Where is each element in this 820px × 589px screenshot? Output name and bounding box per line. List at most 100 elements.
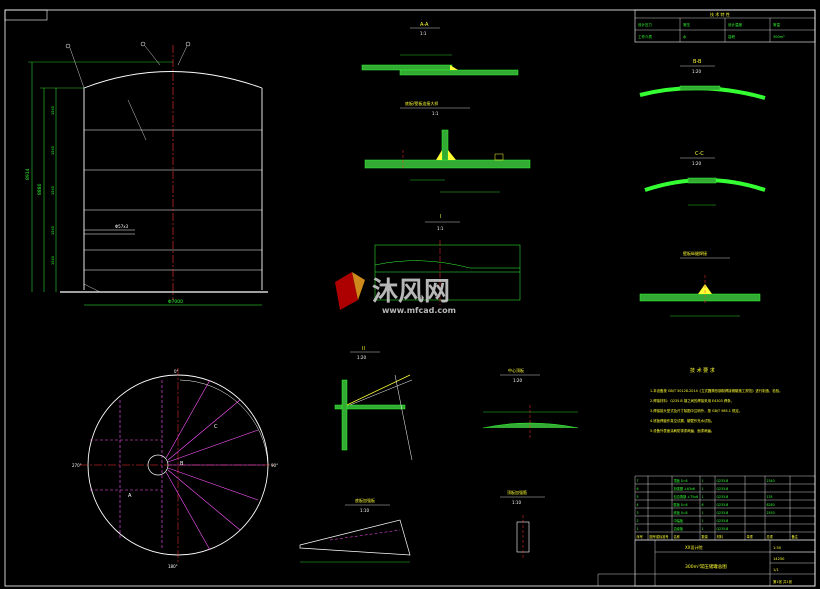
- parts-header-cell: 图号或标准号: [650, 534, 669, 539]
- watermark-brand: 沐风网: [372, 277, 450, 307]
- svg-text:1:1: 1:1: [437, 226, 444, 231]
- plate-right: [399, 69, 519, 76]
- svg-text:A: A: [128, 493, 132, 499]
- svg-text:1:1: 1:1: [432, 111, 439, 116]
- bottom-plate-section: [364, 159, 531, 169]
- parts-cell: 135: [767, 495, 773, 499]
- shell-bottom-detail: 底板/壁板连接大样 1:1: [364, 100, 531, 193]
- svg-text:C-C: C-C: [695, 151, 704, 157]
- svg-text:270°: 270°: [72, 463, 82, 468]
- parts-header-cell: 数量: [702, 534, 709, 539]
- parts-cell: 底板 δ=8: [674, 510, 688, 515]
- svg-text:1:20: 1:20: [357, 355, 366, 360]
- tank-plan: 270° 90° 0° 180° A C B: [72, 368, 278, 569]
- parts-cell: 边缘板: [674, 526, 684, 531]
- svg-text:常压: 常压: [683, 22, 691, 27]
- pipe-dim-label: Φ57x3: [115, 224, 129, 229]
- weld-plate: [639, 293, 761, 302]
- svg-text:水: 水: [683, 34, 687, 39]
- company-name: XX设计院: [685, 544, 702, 550]
- svg-text:B: B: [180, 461, 184, 467]
- parts-cell: 3: [637, 511, 639, 515]
- svg-text:14250: 14250: [773, 557, 785, 561]
- tech-item: 5.设备外表面涂刷防锈漆两遍，面漆两遍。: [650, 428, 714, 433]
- parts-cell: 7: [637, 479, 639, 483]
- parts-cell: 5: [637, 495, 639, 499]
- roof-rib: [167, 399, 241, 461]
- svg-text:1:20: 1:20: [692, 161, 701, 166]
- parts-cell: Q235-B: [717, 479, 729, 483]
- parts-cell: 1: [702, 519, 704, 523]
- parts-cell: 1: [702, 479, 704, 483]
- svg-text:常温: 常温: [773, 22, 781, 27]
- tech-item: 4.底板焊缝作真空试漏，罐壁作充水试验。: [650, 418, 714, 423]
- svg-text:1540: 1540: [51, 256, 55, 265]
- watermark-url: www.mfcad.com: [382, 306, 456, 315]
- svg-text:I: I: [440, 214, 441, 220]
- center-top-view: 中心顶板 1:20: [482, 367, 579, 440]
- svg-text:180°: 180°: [168, 564, 178, 569]
- parts-cell: 1: [702, 487, 704, 491]
- file-tab: [4, 9, 48, 21]
- roof-rib: [167, 429, 259, 463]
- svg-text:1540: 1540: [51, 106, 55, 115]
- parts-cell: 4: [637, 503, 639, 507]
- svg-text:1540: 1540: [51, 146, 55, 155]
- section-aa: A-A 1:1: [361, 22, 519, 76]
- parts-cell: 1: [702, 511, 704, 515]
- tank-elevation: Φ57x3 8914 8880 1540 1540 1540 1540 1540…: [25, 41, 268, 306]
- section-bb: B-B 1:20: [639, 59, 766, 100]
- svg-text:壁板纵缝焊接: 壁板纵缝焊接: [683, 250, 707, 256]
- parts-cell: 1: [702, 495, 704, 499]
- tech-requirements: 技 术 要 求 1.本设备按 GB/T 50128-2014《立式圆筒形钢制焊接…: [650, 367, 783, 433]
- svg-text:1540: 1540: [51, 186, 55, 195]
- svg-text:0°: 0°: [174, 369, 179, 374]
- svg-text:1:10: 1:10: [512, 500, 521, 505]
- watermark-logo: [335, 272, 358, 310]
- parts-cell: Q235-B: [717, 503, 729, 507]
- parts-cell: Q235-B: [717, 527, 729, 531]
- parts-cell: 2550: [767, 511, 775, 515]
- parts-cell: 6280: [767, 503, 775, 507]
- roof-rib: [165, 471, 211, 551]
- parts-cell: 1: [702, 527, 704, 531]
- svg-text:技 术 特 性: 技 术 特 性: [710, 11, 730, 17]
- tech-item: 1.本设备按 GB/T 50128-2014《立式圆筒形钢制焊接储罐施工规范》进…: [650, 388, 783, 393]
- svg-text:设计温度: 设计温度: [728, 22, 742, 27]
- svg-text:1540: 1540: [51, 226, 55, 235]
- svg-text:设计压力: 设计压力: [638, 22, 652, 27]
- balloon: [65, 43, 71, 49]
- svg-text:A-A: A-A: [420, 22, 429, 28]
- detail-i-frame: [374, 244, 521, 301]
- svg-text:1:50: 1:50: [773, 546, 782, 550]
- parts-header-cell: 名称: [674, 534, 681, 539]
- section-cc: C-C 1:20: [644, 151, 766, 206]
- parts-cell: 中幅板: [674, 518, 684, 523]
- parts-cell: 顶板 δ=6: [674, 478, 688, 483]
- parts-header-cell: 总重: [767, 534, 774, 539]
- parts-cell: 包边角钢 ∠75x6: [674, 494, 699, 499]
- drawing-name: 300m³常压储罐总图: [685, 563, 727, 570]
- title-block: XX设计院 300m³常压储罐总图 1:50 14250 1/1 第1张 共1张: [597, 539, 816, 587]
- watermark: 沐风网 www.mfcad.com: [335, 272, 456, 315]
- parts-cell: 壁板 δ=6: [674, 502, 688, 507]
- svg-text:中心顶板: 中心顶板: [508, 367, 524, 373]
- svg-text:1/1: 1/1: [773, 568, 779, 572]
- parts-cell: Q235-B: [717, 487, 729, 491]
- svg-text:底板加强板: 底板加强板: [355, 497, 375, 503]
- roof-arc: [83, 71, 263, 89]
- svg-text:II: II: [362, 346, 365, 352]
- detail-ii: II 1:20: [334, 346, 413, 461]
- svg-text:1:10: 1:10: [360, 508, 369, 513]
- svg-text:顶板加强筋: 顶板加强筋: [507, 489, 527, 495]
- parts-cell: 加强圈 ∠63x6: [674, 486, 695, 491]
- parts-cell: 2: [637, 519, 639, 523]
- detail-i: I 1:1: [374, 214, 521, 305]
- total-height-label: 8914: [25, 168, 31, 180]
- rib-view: 底板加强板 1:10: [299, 497, 411, 563]
- parts-cell: Q235-B: [717, 495, 729, 499]
- parts-cell: Q235-B: [717, 511, 729, 515]
- parts-cell: 6: [637, 487, 639, 491]
